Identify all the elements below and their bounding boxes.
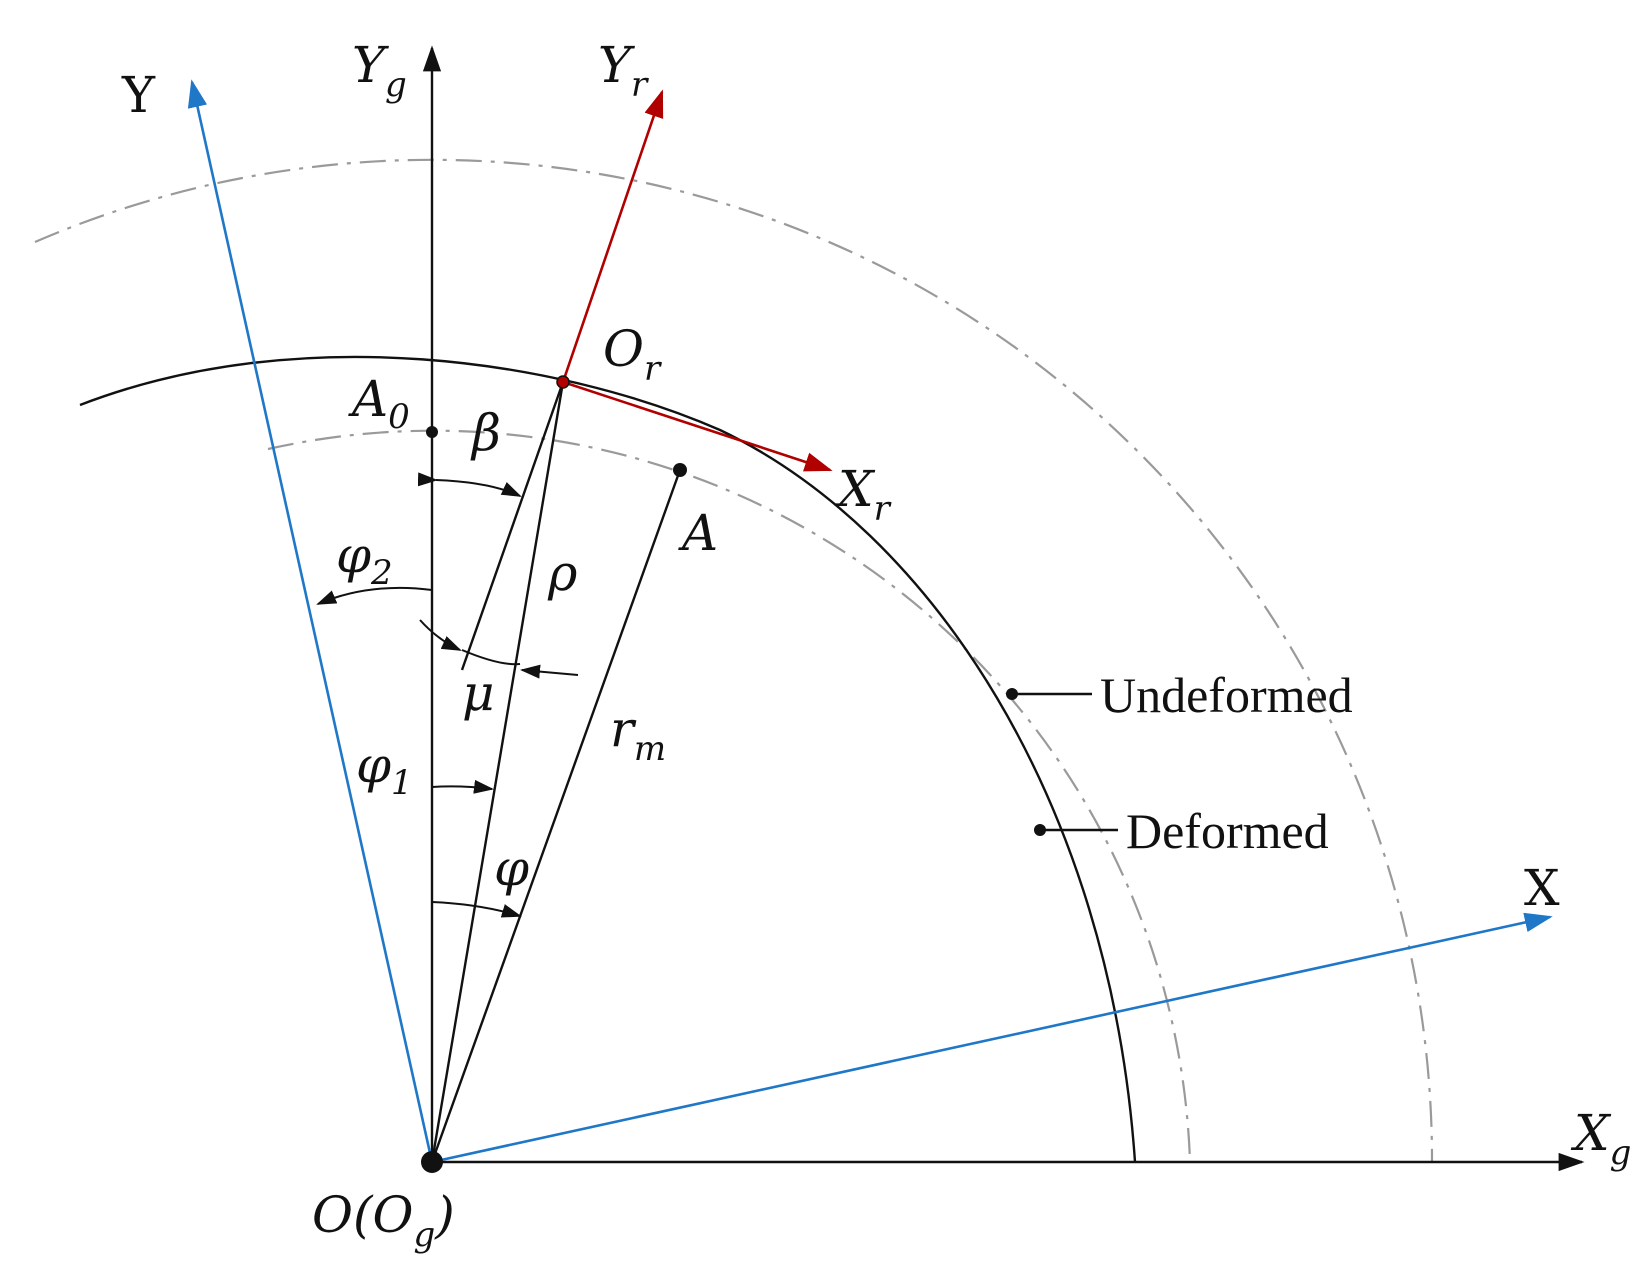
phi2-arc-return bbox=[419, 619, 462, 651]
phi-label: φ bbox=[494, 839, 529, 897]
beta-arc bbox=[417, 472, 522, 497]
rho-label: ρ bbox=[547, 544, 578, 602]
x-blue-axis bbox=[431, 912, 1553, 1164]
phi2-label: φ2 bbox=[336, 526, 393, 593]
phi1-arc bbox=[431, 779, 494, 794]
rm-line bbox=[430, 469, 682, 1163]
or-label: Or bbox=[603, 320, 662, 389]
rm-label: rm bbox=[610, 700, 666, 769]
a-point bbox=[673, 463, 687, 477]
or-point bbox=[556, 375, 570, 389]
origin-label: O(Og) bbox=[312, 1186, 455, 1255]
xg-label: Xg bbox=[1570, 1104, 1631, 1173]
a0-point bbox=[426, 426, 438, 438]
a0-label: A0 bbox=[348, 370, 410, 437]
beta-label: β bbox=[470, 404, 501, 462]
deformed-label: Deformed bbox=[1126, 803, 1329, 859]
xr-axis bbox=[562, 380, 833, 472]
inner-dashdot-circle bbox=[267, 429, 1192, 1163]
mu-arc bbox=[461, 649, 521, 666]
outer-dashdot-circle bbox=[34, 158, 1434, 1163]
rho-line bbox=[430, 381, 565, 1163]
undeformed-label: Undeformed bbox=[1100, 667, 1353, 723]
yr-axis bbox=[561, 89, 664, 383]
y-blue-label: Y bbox=[121, 66, 156, 124]
x-blue-label: X bbox=[1524, 859, 1560, 917]
mu-label: μ bbox=[462, 664, 495, 722]
a-label: A bbox=[678, 504, 718, 562]
origin-point bbox=[421, 1151, 443, 1173]
phi-arc bbox=[431, 901, 522, 918]
y-blue-axis bbox=[187, 79, 434, 1163]
phi2-arc bbox=[316, 586, 433, 605]
beta-line bbox=[460, 381, 565, 671]
xr-label: Xr bbox=[834, 460, 892, 529]
mu-arrow bbox=[520, 664, 579, 679]
yr-label: Yr bbox=[598, 36, 649, 105]
yg-label: Yg bbox=[352, 36, 407, 105]
phi1-label: φ1 bbox=[356, 736, 413, 803]
deformed-curve bbox=[79, 355, 1137, 1163]
